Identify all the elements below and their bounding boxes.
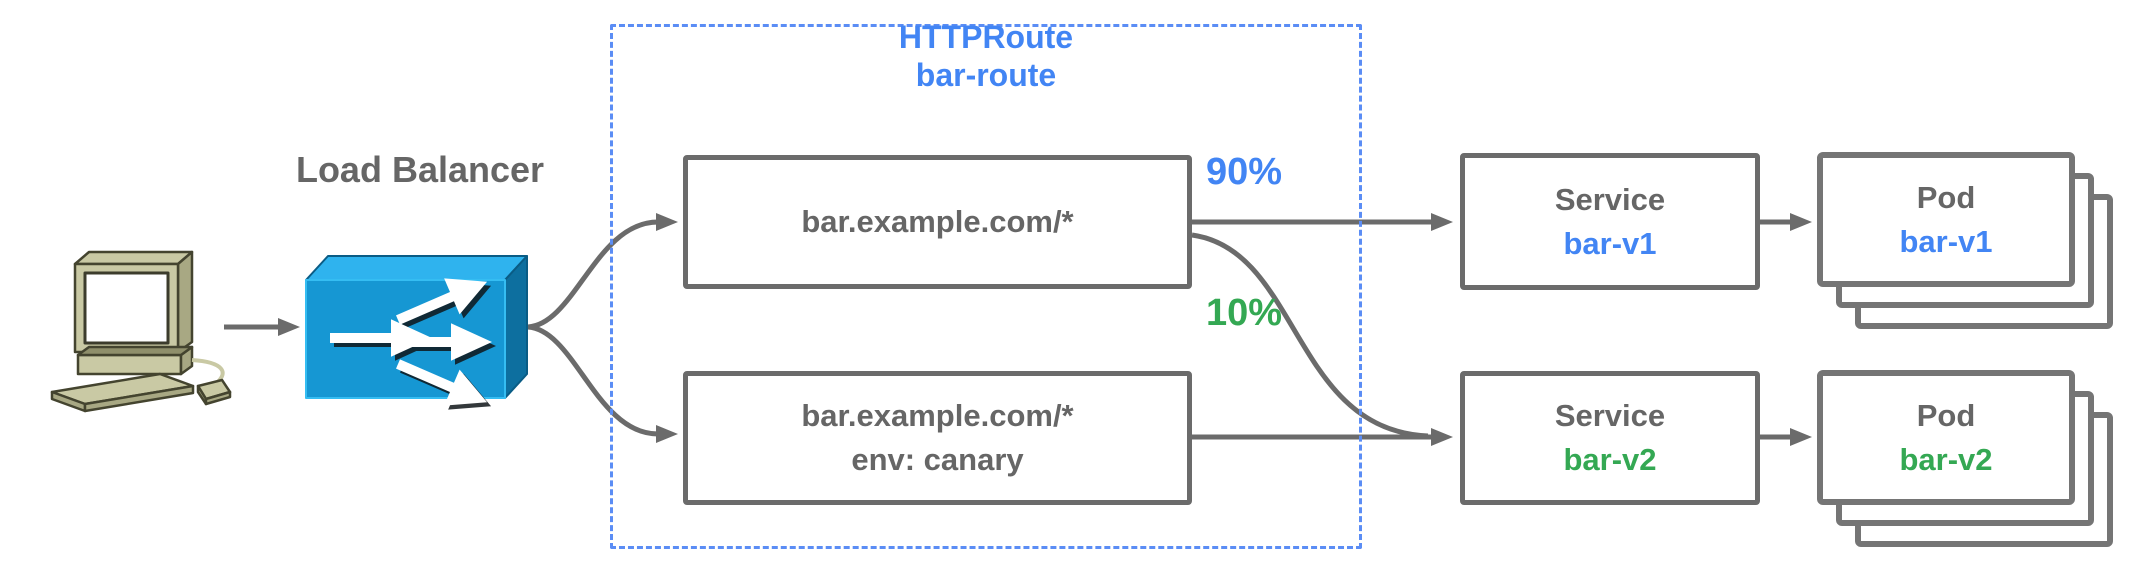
service-bar-v1-box: Service bar-v1 [1460,153,1760,290]
arrow-lb-to-route2 [527,324,678,443]
service-kind-label: Service [1554,181,1666,217]
pod-name-label: bar-v2 [1899,441,1993,477]
curve-route1-to-service2 [1191,232,1429,439]
pod-name-label: bar-v1 [1899,223,1993,259]
route-rule-1-box: bar.example.com/* [683,155,1192,289]
httproute-name-label: bar-route [915,57,1057,93]
route-rule-2-header-match: env: canary [851,442,1024,477]
weight-label-90: 90% [1206,151,1283,193]
pod-kind-label: Pod [1916,179,1976,215]
service-kind-label: Service [1554,398,1666,433]
service-bar-v2-box: Service bar-v2 [1460,371,1760,505]
pod-bar-v1-box: Pod bar-v1 [1817,152,2075,287]
pod-kind-label: Pod [1916,397,1976,433]
load-balancer-label: Load Balancer [295,149,545,190]
arrow-lb-to-route1 [527,213,678,330]
route-rule-2-box: bar.example.com/* env: canary [683,371,1192,505]
weight-label-10: 10% [1206,292,1283,334]
httproute-dashed-container [610,24,1362,549]
route-rule-2-match: bar.example.com/* [801,398,1074,433]
httproute-kind-label: HTTPRoute [898,19,1074,55]
service-name-label: bar-v1 [1563,225,1657,261]
route-rule-1-match: bar.example.com/* [801,204,1074,239]
service-name-label: bar-v2 [1563,442,1657,477]
httproute-title: HTTPRoute bar-route [610,18,1362,94]
pod-bar-v2-box: Pod bar-v2 [1817,370,2075,505]
